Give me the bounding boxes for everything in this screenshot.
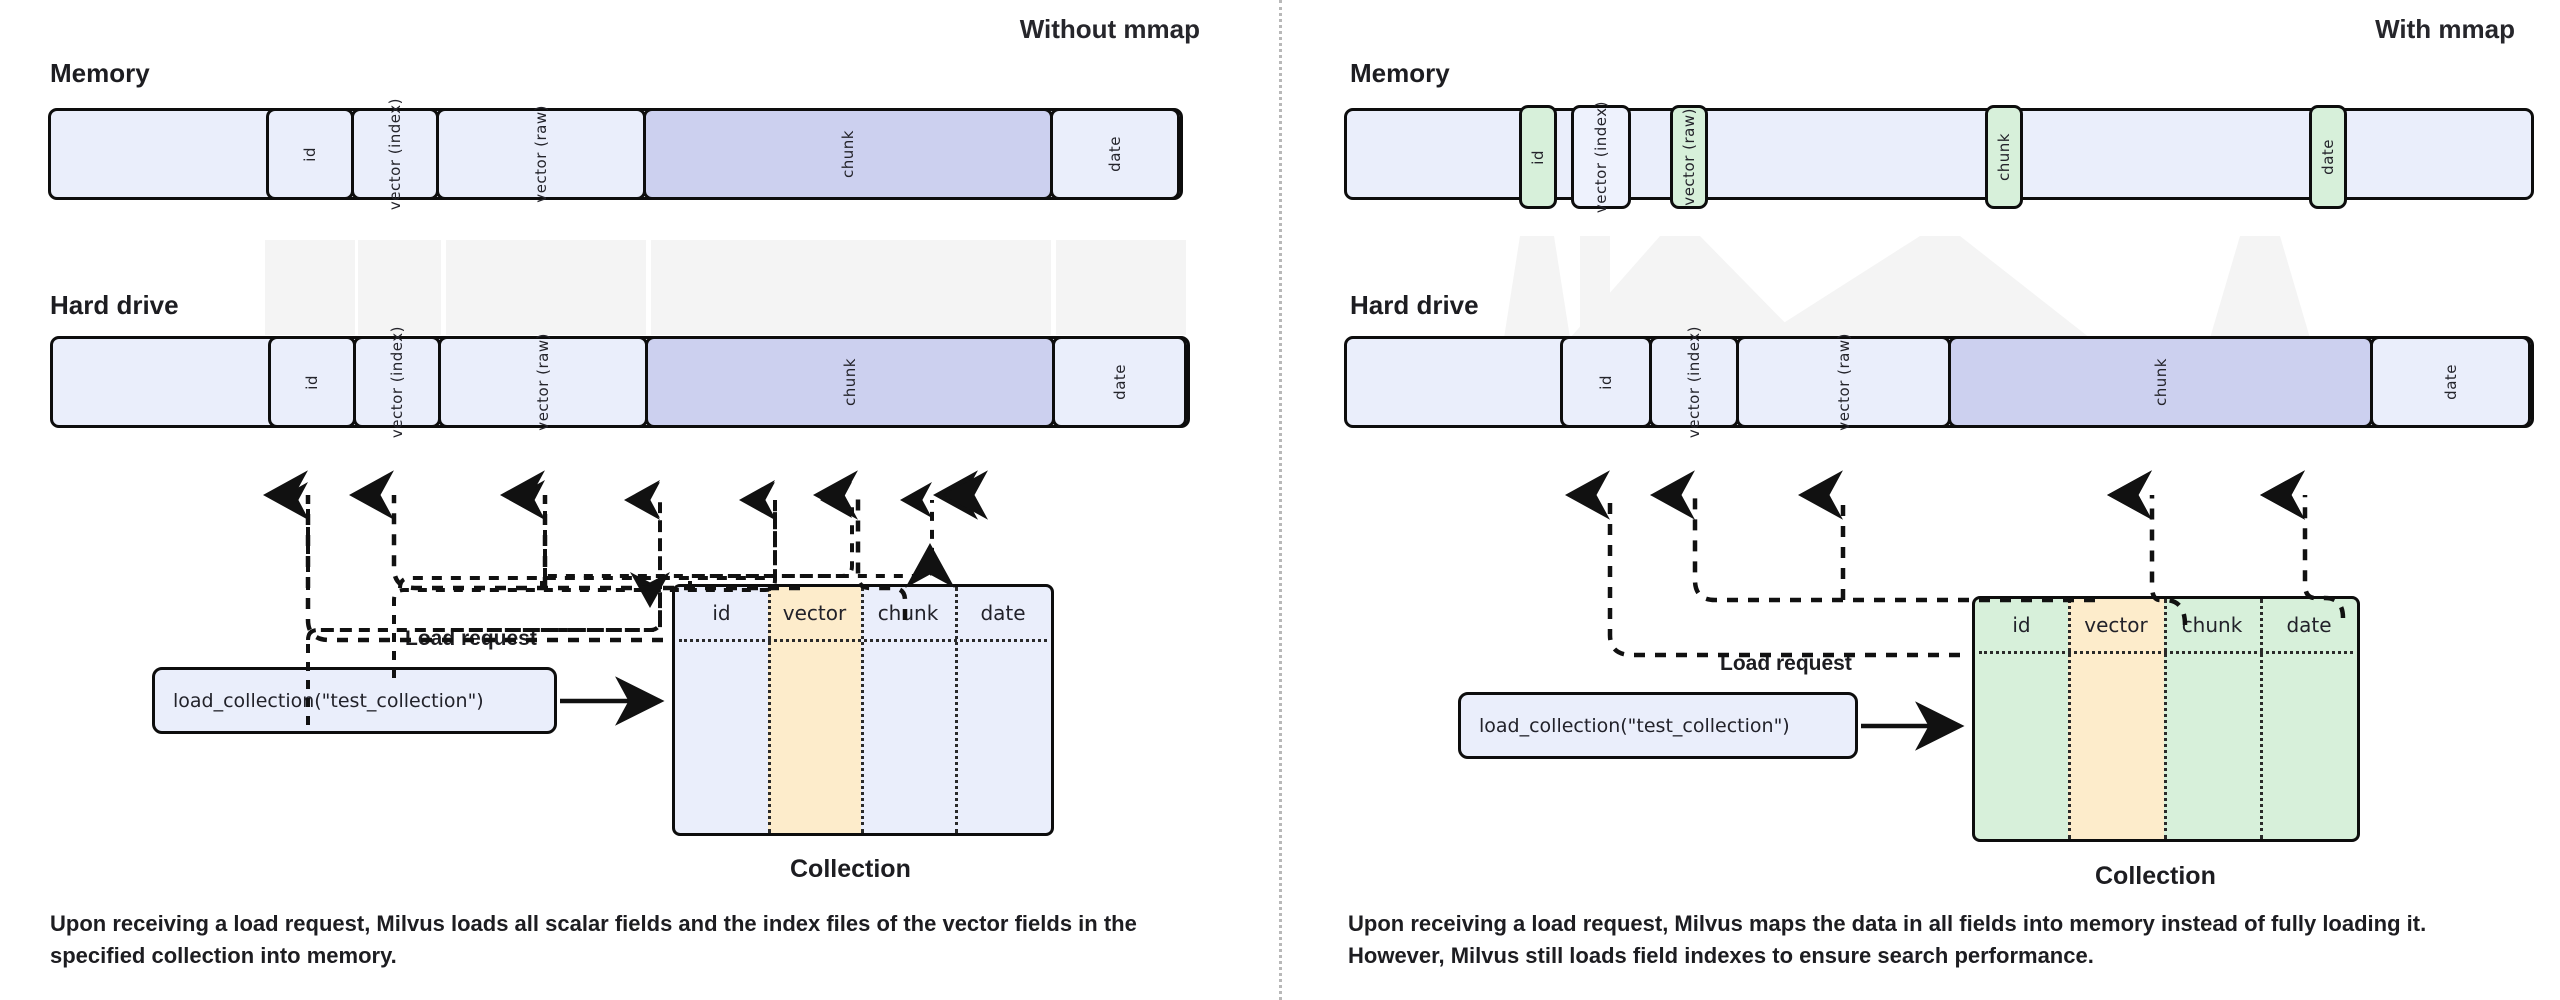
connector-vector-index-left — [358, 240, 441, 335]
disk-to-collection-arrows-left — [263, 470, 988, 643]
panel-title-with-mmap: With mmap — [2375, 14, 2515, 44]
connector-vector-raw-left — [446, 240, 646, 335]
load-request-code-right: load_collection("test_collection") — [1479, 714, 1790, 737]
collection-header-chunk-left: chunk — [877, 601, 939, 625]
collection-header-vector-left: vector — [782, 601, 847, 625]
collection-header-rule-right — [1979, 651, 2353, 654]
disk-seg-chunk-right: chunk — [1948, 336, 2373, 428]
load-to-collection-arrow-right — [1861, 701, 1965, 751]
collection-vector-column-left — [768, 587, 861, 833]
collection-sep-1-left — [768, 587, 771, 833]
collection-header-chunk-right: chunk — [2181, 613, 2243, 637]
load-request-label-right: Load request — [1720, 652, 1852, 675]
harddrive-bar-left: id vector (index) vector (raw) chunk dat… — [50, 326, 1190, 438]
disk-seg-vector-raw-left: vector (raw) — [438, 333, 648, 431]
collection-title-left: Collection — [790, 855, 911, 883]
collection-header-date-left: date — [980, 601, 1026, 625]
disk-seg-date-left: date — [1052, 336, 1187, 428]
disk-seg-date-right: date — [2370, 336, 2531, 428]
load-to-collection-arrow-left — [560, 676, 665, 726]
collection-sep-2-left — [861, 587, 864, 833]
harddrive-label-left: Hard drive — [50, 290, 179, 320]
memory-seg-chunk-left: chunk — [643, 108, 1053, 200]
collection-vector-column-right — [2068, 599, 2164, 839]
panel-with-mmap: With mmap Memory id vector (index) vecto… — [1280, 0, 2560, 1000]
collection-header-date-right: date — [2286, 613, 2332, 637]
panel-title-without-mmap: Without mmap — [1019, 14, 1200, 44]
disk-seg-id-right: id — [1560, 336, 1652, 428]
memory-label-right: Memory — [1350, 58, 1450, 88]
disk-seg-vector-index-left: vector (index) — [353, 326, 441, 438]
collection-sep-3-left — [955, 587, 958, 833]
connector-date-left — [1056, 240, 1186, 335]
disk-seg-chunk-left: chunk — [645, 336, 1055, 428]
harddrive-label-right: Hard drive — [1350, 290, 1479, 320]
load-request-code-left: load_collection("test_collection") — [173, 689, 484, 712]
connector-id-left — [265, 240, 355, 335]
mmap-connectors-right — [1504, 236, 2310, 338]
collection-header-rule-left — [679, 639, 1047, 642]
collection-title-right: Collection — [2095, 862, 2216, 890]
memory-bar-left: id vector (index) vector (raw) chunk dat… — [48, 98, 1183, 210]
memory-seg-id-right: id — [1519, 105, 1557, 209]
caption-left: Upon receiving a load request, Milvus lo… — [50, 911, 1137, 968]
panel-divider — [1279, 0, 1282, 1000]
memory-seg-date-right: date — [2309, 105, 2347, 209]
connector-chunk-left — [651, 240, 1051, 335]
collection-header-vector-right: vector — [2084, 613, 2148, 637]
memory-seg-id-left: id — [266, 108, 354, 200]
caption-right: Upon receiving a load request, Milvus ma… — [1348, 911, 2427, 968]
collection-header-id-left: id — [712, 601, 731, 625]
panel-without-mmap: Without mmap Memory id vector (index) ve… — [48, 14, 1200, 968]
collection-sep-3-right — [2260, 599, 2263, 839]
collection-sep-2-right — [2164, 599, 2167, 839]
collection-header-id-right: id — [2012, 613, 2031, 637]
memory-label-left: Memory — [50, 58, 150, 88]
harddrive-bar-right: id vector (index) vector (raw) chunk dat… — [1344, 326, 2534, 438]
memory-bar-right: id vector (index) vector (raw) chunk dat… — [1344, 101, 2534, 213]
memory-seg-date-left: date — [1050, 108, 1180, 200]
disk-to-collection-arrows-right — [1565, 470, 2346, 658]
collection-box-right: id vector chunk date — [1972, 596, 2360, 842]
load-request-box-left[interactable]: load_collection("test_collection") — [152, 667, 557, 734]
memory-seg-vector-raw-right: vector (raw) — [1670, 105, 1708, 209]
memory-seg-vector-index-right: vector (index) — [1571, 101, 1631, 213]
memory-seg-chunk-right: chunk — [1985, 105, 2023, 209]
collection-sep-1-right — [2068, 599, 2071, 839]
collection-box-left: id vector chunk date — [672, 584, 1054, 836]
load-request-box-right[interactable]: load_collection("test_collection") — [1458, 692, 1858, 759]
